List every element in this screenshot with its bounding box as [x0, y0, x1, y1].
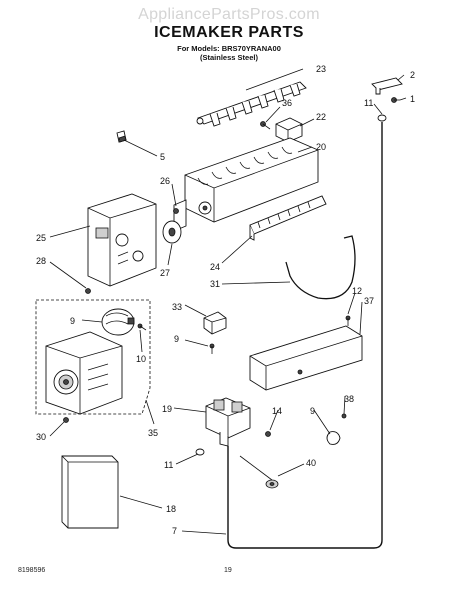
fill-tube-part[interactable] [227, 114, 387, 549]
drive-motor-part[interactable] [101, 308, 135, 336]
motor-housing-part[interactable] [87, 193, 157, 287]
screw-28-part[interactable] [85, 288, 91, 294]
water-valve-part[interactable] [205, 397, 251, 447]
screw-9b-part[interactable] [345, 315, 351, 326]
callout-11a: 11 [364, 98, 373, 108]
callout-25: 25 [36, 233, 46, 243]
screw-9a-part[interactable] [209, 343, 215, 354]
callout-33: 33 [172, 302, 182, 312]
callout-18: 18 [166, 504, 176, 514]
page-number: 19 [224, 567, 232, 574]
callout-7: 7 [172, 526, 177, 536]
coupling-part[interactable] [162, 220, 182, 244]
control-module-part[interactable] [45, 331, 123, 415]
callout-labels: 23 2 1 11 36 22 5 20 26 25 28 24 27 31 3… [36, 64, 415, 536]
callout-24: 24 [210, 262, 220, 272]
cover-plate-part[interactable] [249, 325, 363, 391]
clamp-part[interactable] [203, 311, 227, 335]
screw-9c-part[interactable] [341, 413, 347, 419]
callout-2: 2 [410, 70, 415, 80]
ice-mold-part[interactable] [173, 137, 319, 232]
tube-clamp-part[interactable] [326, 431, 341, 445]
ejector-blade-part[interactable] [196, 81, 307, 127]
callout-27: 27 [160, 268, 170, 278]
callout-9b: 12 [352, 286, 362, 296]
callout-11b: 11 [164, 460, 173, 470]
shutoff-arm-part[interactable] [285, 235, 356, 300]
screw-1-part[interactable] [391, 97, 401, 103]
screw-38-part[interactable] [137, 323, 147, 331]
callout-9c: 38 [344, 394, 354, 404]
callout-31: 31 [210, 279, 220, 289]
callout-20: 20 [316, 142, 326, 152]
screw-part[interactable] [260, 121, 271, 130]
screw-26-part[interactable] [173, 208, 179, 214]
callout-30: 30 [36, 432, 46, 442]
page-title: ICEMAKER PARTS [154, 24, 304, 41]
ferrule-11a-part[interactable] [195, 448, 205, 456]
callout-28: 28 [36, 256, 46, 266]
callout-22: 22 [316, 112, 326, 122]
callout-37: 9 [70, 316, 75, 326]
model-info: For Models: BRS70YRANA00 (Stainless Stee… [0, 44, 458, 62]
insulation-box-part[interactable] [61, 455, 119, 529]
callout-40: 40 [306, 458, 316, 468]
callout-12: 37 [364, 296, 374, 306]
screw-30-part[interactable] [63, 417, 69, 423]
callout-9a: 9 [174, 334, 179, 344]
callout-23: 23 [316, 64, 326, 74]
callout-35: 35 [148, 428, 158, 438]
document-number: 8198596 [18, 567, 46, 574]
screw-19-part[interactable] [265, 431, 271, 437]
leader-lines [49, 68, 407, 535]
clip-2-part[interactable] [371, 77, 403, 95]
heater-strip-part[interactable] [249, 195, 327, 241]
models-line: For Models: BRS70YRANA00 [177, 44, 281, 53]
clip-part[interactable] [116, 130, 127, 143]
callout-26: 26 [160, 176, 170, 186]
callout-14: 9 [310, 406, 315, 416]
callout-10: 19 [162, 404, 172, 414]
callout-19: 14 [272, 406, 282, 416]
callout-38: 10 [136, 354, 146, 364]
callout-5: 5 [160, 152, 165, 162]
callout-1: 1 [410, 94, 415, 104]
watermark: AppliancePartsPros.com [138, 6, 320, 23]
variant-line: (Stainless Steel) [200, 53, 258, 62]
callout-36: 36 [282, 98, 292, 108]
nut-part[interactable] [265, 479, 279, 489]
